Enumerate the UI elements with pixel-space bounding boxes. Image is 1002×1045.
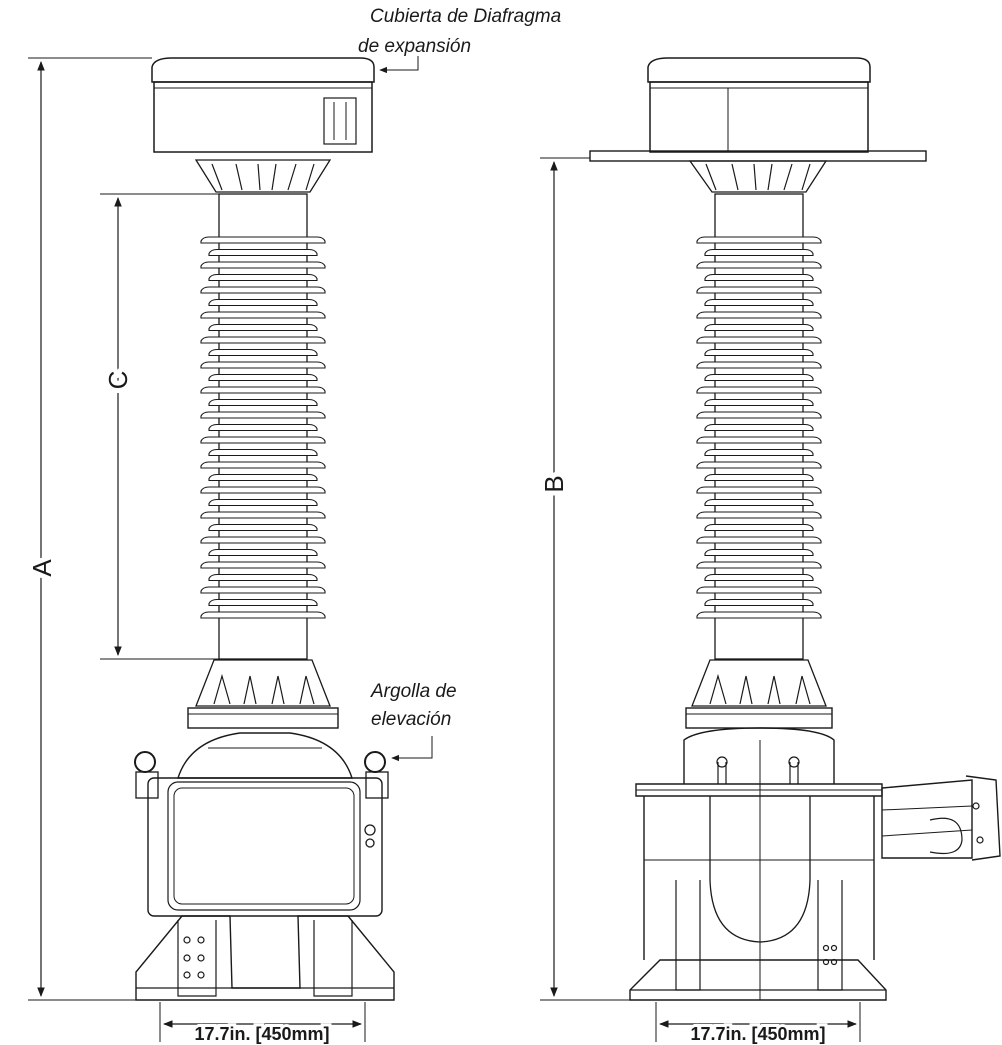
shed (200, 261, 326, 269)
shed (704, 548, 814, 557)
shed (208, 598, 318, 607)
shed (696, 486, 822, 494)
shed (200, 436, 326, 444)
lifting-label-line1: Argolla de (370, 681, 457, 702)
shed (208, 323, 318, 332)
shed (208, 298, 318, 307)
shed (208, 373, 318, 382)
shed (208, 498, 318, 507)
shed (696, 286, 822, 294)
shed (704, 273, 814, 282)
shed (208, 248, 318, 257)
shed (208, 398, 318, 407)
shed (208, 448, 318, 457)
left-lifting-eye-right (364, 751, 386, 773)
left-cover-body (153, 81, 373, 153)
shed (696, 611, 822, 619)
shed (696, 436, 822, 444)
right-sheds (696, 236, 822, 619)
shed (696, 561, 822, 569)
shed (208, 423, 318, 432)
right-terminal-box (881, 779, 973, 859)
shed (704, 298, 814, 307)
left-lifting-eye-left (134, 751, 156, 773)
shed (704, 373, 814, 382)
dimension-c: C (98, 193, 219, 660)
right-base (629, 959, 887, 1001)
shed (208, 348, 318, 357)
shed (704, 448, 814, 457)
shed (200, 311, 326, 319)
shed (200, 236, 326, 244)
shed (200, 461, 326, 469)
right-view (589, 57, 1001, 1001)
width-label-left: 17.7in. [450mm] (194, 1024, 329, 1044)
shed (208, 273, 318, 282)
callout-lifting-eye: Argolla de elevación (370, 681, 457, 762)
shed (200, 336, 326, 344)
right-cover-body (649, 81, 869, 153)
shed (696, 336, 822, 344)
shed (200, 611, 326, 619)
shed (704, 473, 814, 482)
dim-b-label: B (539, 475, 569, 492)
shed (696, 386, 822, 394)
shed (704, 573, 814, 582)
shed (200, 386, 326, 394)
dimension-b: B (534, 157, 630, 1001)
cover-label-line1: Cubierta de Diafragma (370, 6, 561, 27)
shed (704, 398, 814, 407)
left-tank (177, 732, 353, 779)
shed (200, 511, 326, 519)
shed (200, 411, 326, 419)
width-dimension-left: 17.7in. [450mm] (159, 1002, 366, 1045)
dimension-a: A (22, 57, 152, 1001)
shed (696, 236, 822, 244)
shed (200, 361, 326, 369)
shed (696, 511, 822, 519)
dim-a-label: A (27, 559, 57, 577)
shed (704, 348, 814, 357)
width-label-right: 17.7in. [450mm] (690, 1024, 825, 1044)
shed (696, 361, 822, 369)
dim-c-label: C (103, 371, 133, 390)
shed (696, 411, 822, 419)
shed (200, 286, 326, 294)
callout-expansion-cover: Cubierta de Diafragma de expansión (358, 6, 561, 74)
shed (200, 536, 326, 544)
width-dimension-right: 17.7in. [450mm] (655, 1002, 861, 1045)
shed (704, 323, 814, 332)
shed (696, 461, 822, 469)
shed (696, 311, 822, 319)
shed (200, 561, 326, 569)
left-cover-dome (151, 57, 375, 83)
shed (208, 573, 318, 582)
shed (704, 498, 814, 507)
shed (704, 523, 814, 532)
shed (696, 536, 822, 544)
left-view (134, 57, 395, 1001)
shed (208, 548, 318, 557)
left-cover-nameplate (323, 97, 357, 145)
shed (208, 473, 318, 482)
shed (704, 248, 814, 257)
right-cover-dome (647, 57, 871, 83)
left-base (135, 915, 395, 1001)
left-sheds (200, 236, 326, 619)
lifting-label-line2: elevación (371, 709, 451, 730)
cover-label-line2: de expansión (358, 36, 471, 57)
shed (200, 586, 326, 594)
shed (704, 598, 814, 607)
shed (696, 586, 822, 594)
shed (704, 423, 814, 432)
shed (200, 486, 326, 494)
shed (208, 523, 318, 532)
shed (696, 261, 822, 269)
